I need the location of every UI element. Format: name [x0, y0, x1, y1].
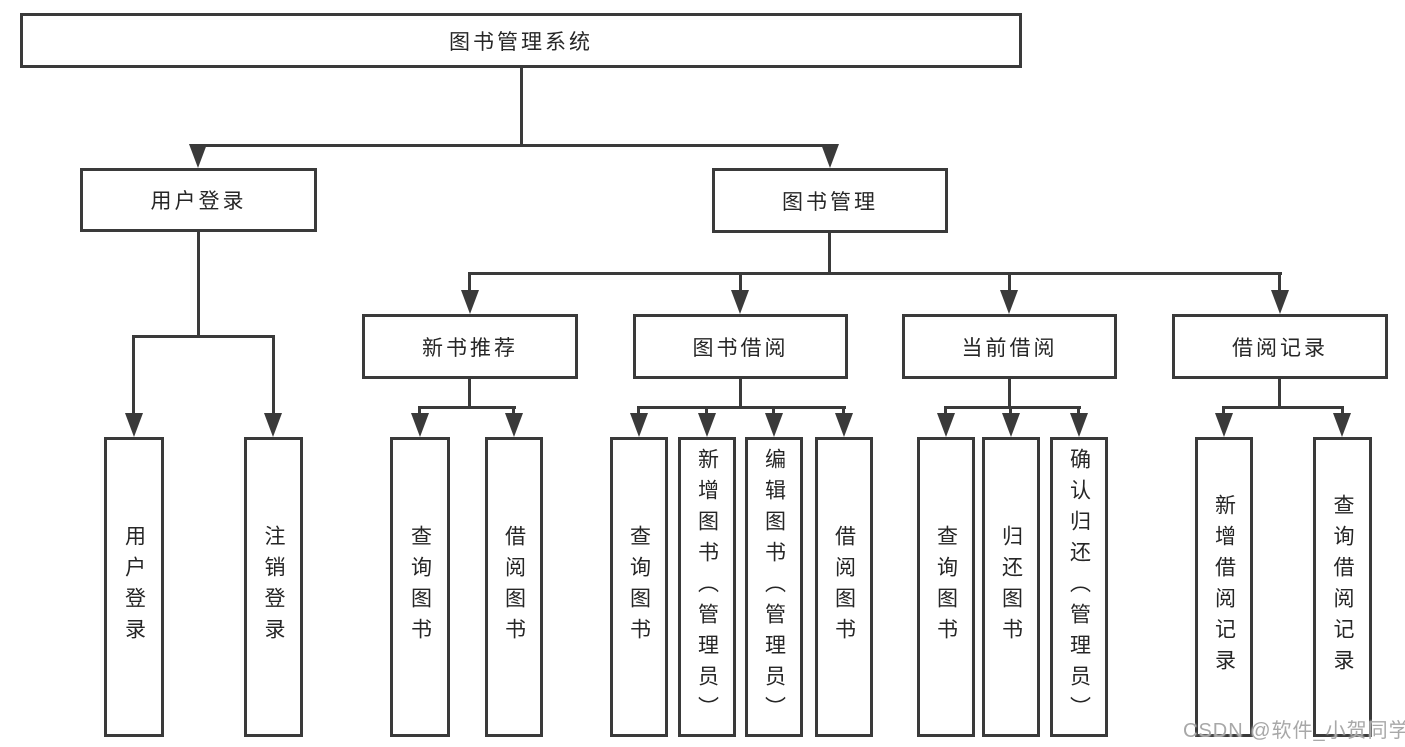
node-login-label: 用户登录 [122, 525, 146, 649]
node-library-system: 图书管理系统 [20, 13, 1022, 68]
connector-split [418, 406, 516, 409]
node-user-login-label: 用户登录 [150, 190, 247, 213]
arrowhead [189, 144, 207, 168]
connector-drop [1278, 272, 1281, 292]
connector-stem [1008, 379, 1011, 409]
node-book-management: 图书管理 [712, 168, 948, 233]
arrowhead [937, 413, 955, 437]
node-br-query-record-label: 查询借阅记录 [1331, 494, 1354, 680]
connector-root-split [197, 144, 833, 147]
connector-stem [1278, 379, 1281, 409]
arrowhead [835, 413, 853, 437]
arrowhead [1215, 413, 1233, 437]
node-br-add-record: 新增借阅记录 [1195, 437, 1253, 737]
node-logout-label: 注销登录 [262, 525, 285, 649]
node-login: 用户登录 [104, 437, 164, 737]
node-borrowing-records: 借阅记录 [1172, 314, 1388, 379]
node-book-borrowing-label: 图书借阅 [692, 336, 789, 360]
arrowhead [411, 413, 429, 437]
arrowhead [461, 290, 479, 314]
arrowhead [505, 413, 523, 437]
node-nb-query-books: 查询图书 [390, 437, 450, 737]
node-current-borrowing-label: 当前借阅 [961, 336, 1058, 360]
connector-userlogin-split [132, 335, 275, 338]
node-nb-borrow-books-label: 借阅图书 [502, 525, 526, 649]
node-nb-borrow-books: 借阅图书 [485, 437, 543, 737]
connector-stem [739, 379, 742, 409]
connector-split [1222, 406, 1344, 409]
node-cb-return-books-label: 归还图书 [999, 525, 1023, 649]
connector-drop [944, 406, 947, 416]
node-bb-query-books: 查询图书 [610, 437, 668, 737]
arrowhead [1271, 290, 1289, 314]
arrowhead [698, 413, 716, 437]
connector-drop [739, 272, 742, 292]
node-cb-query-books: 查询图书 [917, 437, 975, 737]
connector-userlogin-stem [197, 232, 200, 338]
connector-stem [468, 379, 471, 409]
node-new-book-recommend: 新书推荐 [362, 314, 578, 379]
node-new-book-recommend-label: 新书推荐 [422, 336, 518, 360]
node-book-borrowing: 图书借阅 [633, 314, 848, 379]
node-bb-borrow-books: 借阅图书 [815, 437, 873, 737]
arrowhead [630, 413, 648, 437]
connector-drop [1008, 272, 1011, 292]
connector-root-stem [520, 68, 523, 147]
node-br-query-record: 查询借阅记录 [1313, 437, 1372, 737]
node-bb-borrow-books-label: 借阅图书 [832, 525, 856, 649]
connector-drop [842, 406, 845, 416]
arrowhead [1002, 413, 1020, 437]
arrowhead [1070, 413, 1088, 437]
arrowhead [125, 413, 143, 437]
connector-drop [1222, 406, 1225, 416]
watermark: CSDN @软件_小贺同学 [1183, 720, 1405, 742]
node-cb-confirm-return-admin-label: 确认归还（管理员） [1067, 447, 1091, 727]
node-bb-query-books-label: 查询图书 [627, 525, 651, 649]
arrowhead [1000, 290, 1018, 314]
node-borrowing-records-label: 借阅记录 [1232, 336, 1328, 360]
node-cb-query-books-label: 查询图书 [934, 525, 958, 649]
arrowhead [1333, 413, 1351, 437]
arrowhead [731, 290, 749, 314]
node-cb-return-books: 归还图书 [982, 437, 1040, 737]
connector-drop [772, 406, 775, 416]
node-user-login: 用户登录 [80, 168, 317, 232]
node-bb-add-book-admin-label: 新增图书（管理员） [695, 447, 719, 727]
arrowhead [765, 413, 783, 437]
node-nb-query-books-label: 查询图书 [408, 525, 432, 649]
connector-drop [705, 406, 708, 416]
connector-drop [1341, 406, 1344, 416]
connector-drop [418, 406, 421, 416]
node-logout: 注销登录 [244, 437, 303, 737]
arrowhead [821, 144, 839, 168]
node-cb-confirm-return-admin: 确认归还（管理员） [1050, 437, 1108, 737]
node-bb-edit-book-admin: 编辑图书（管理员） [745, 437, 803, 737]
connector-drop [637, 406, 640, 416]
arrowhead [264, 413, 282, 437]
connector-drop [1077, 406, 1080, 416]
node-current-borrowing: 当前借阅 [902, 314, 1117, 379]
connector-drop [512, 406, 515, 416]
node-library-system-label: 图书管理系统 [449, 30, 593, 54]
node-bb-add-book-admin: 新增图书（管理员） [678, 437, 736, 737]
connector-drop [1009, 406, 1012, 416]
node-book-management-label: 图书管理 [782, 190, 878, 214]
connector-drop [132, 335, 135, 415]
connector-drop [272, 335, 275, 415]
node-bb-edit-book-admin-label: 编辑图书（管理员） [762, 447, 786, 727]
connector-drop [468, 272, 471, 292]
node-br-add-record-label: 新增借阅记录 [1212, 494, 1236, 680]
connector-split [944, 406, 1081, 409]
connector-bookmgmt-stem [828, 233, 831, 275]
connector-bookmgmt-split [468, 272, 1282, 275]
connector-split [637, 406, 846, 409]
